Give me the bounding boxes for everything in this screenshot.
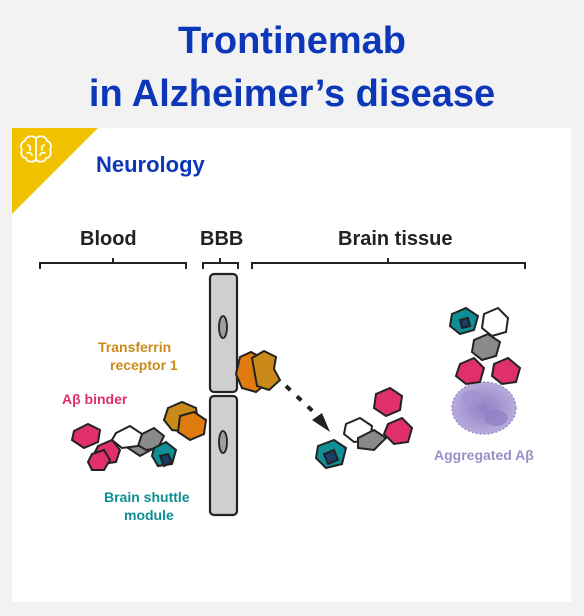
diagram-artwork [39,258,526,517]
bbb-cell-lower [208,394,239,517]
antibody-brain [314,386,414,470]
region-label-brain-tissue: Brain tissue [338,228,453,250]
bracket-bbb [202,258,239,269]
label-brain-shuttle-line-2: module [124,507,174,523]
diagram-card: Neurology Blood BBB Brain tissue [12,128,571,602]
category-label: Neurology [96,152,205,177]
region-label-bbb: BBB [200,228,244,250]
brain-icon [20,135,52,163]
region-label-blood: Blood [80,228,137,250]
antibody-aggregate [448,306,522,386]
label-transferrin-line-1: Transferrin [98,339,172,355]
transport-arrow [284,384,330,432]
page-title-line-2: in Alzheimer’s disease [88,73,496,115]
bracket-blood [39,258,187,269]
category-corner-tab [12,128,98,214]
label-transferrin-line-2: receptor 1 [110,357,178,373]
label-abeta-binder: Aβ binder [62,391,128,407]
label-aggregated-abeta: Aggregated Aβ [434,447,534,463]
bbb-cell-upper [208,272,239,394]
aggregated-abeta-cluster [451,381,517,435]
transferrin-receptor [234,349,282,394]
antibody-blood [70,400,208,471]
page-title-line-1: Trontinemab [177,20,407,62]
label-brain-shuttle-line-1: Brain shuttle [104,489,190,505]
bracket-brain-tissue [251,258,526,269]
